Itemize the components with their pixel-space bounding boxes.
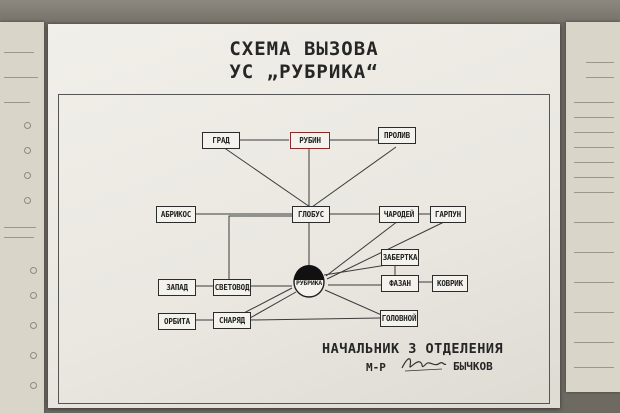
left-side-sheet bbox=[0, 22, 44, 413]
node-grad: ГРАД bbox=[202, 132, 240, 149]
signature-rank: М-Р bbox=[366, 361, 386, 374]
node-snaryad: СНАРЯД bbox=[213, 312, 251, 329]
call-scheme-poster: СХЕМА ВЫЗОВА УС „РУБРИКА“ bbox=[48, 24, 560, 408]
node-charodei: ЧАРОДЕЙ bbox=[379, 206, 419, 223]
node-globus: ГЛОБУС bbox=[292, 206, 330, 223]
faint-text-line bbox=[574, 147, 614, 148]
faint-text-line bbox=[574, 222, 614, 223]
link-snaryad-rubrika-2 bbox=[241, 287, 293, 315]
faint-text-line bbox=[586, 62, 614, 63]
link-grad-globus bbox=[222, 146, 311, 208]
node-rubin: РУБИН bbox=[290, 132, 330, 149]
faint-mark bbox=[30, 322, 37, 329]
faint-text-line bbox=[574, 252, 614, 253]
faint-text-line bbox=[586, 77, 614, 78]
faint-text-line bbox=[4, 227, 36, 228]
node-golovnoi: ГОЛОВНОЙ bbox=[380, 310, 418, 327]
node-svetovod: СВЕТОВОД bbox=[213, 279, 251, 296]
link-snaryad-golovnoi bbox=[249, 317, 381, 321]
faint-mark bbox=[24, 147, 31, 154]
handwritten-signature bbox=[401, 358, 447, 372]
faint-mark bbox=[24, 172, 31, 179]
faint-text-line bbox=[574, 192, 614, 193]
node-fazan: ФАЗАН bbox=[381, 275, 419, 292]
faint-text-line bbox=[574, 282, 614, 283]
faint-mark bbox=[24, 197, 31, 204]
faint-text-line bbox=[574, 367, 614, 368]
link-rubrika-charodei bbox=[325, 220, 399, 277]
faint-mark bbox=[30, 382, 37, 389]
right-side-sheet bbox=[566, 22, 620, 392]
node-garpun: ГАРПУН bbox=[430, 206, 466, 223]
node-zabertka: ЗАБЕРТКА bbox=[381, 249, 419, 266]
faint-mark bbox=[30, 267, 37, 274]
faint-mark bbox=[30, 352, 37, 359]
node-proliv: ПРОЛИВ bbox=[378, 127, 416, 144]
faint-text-line bbox=[4, 77, 38, 78]
faint-text-line bbox=[574, 102, 614, 103]
faint-text-line bbox=[574, 177, 614, 178]
poster-subtitle: УС „РУБРИКА“ bbox=[229, 61, 379, 83]
faint-text-line bbox=[574, 132, 614, 133]
signature-role: НАЧАЛЬНИК 3 ОТДЕЛЕНИЯ bbox=[322, 341, 504, 357]
link-snaryad-rubrika bbox=[249, 291, 297, 319]
diagram-frame bbox=[58, 94, 550, 404]
faint-text-line bbox=[4, 52, 34, 53]
poster-title: СХЕМА ВЫЗОВА bbox=[229, 38, 379, 60]
node-zapad: ЗАПАД bbox=[158, 279, 196, 296]
faint-text-line bbox=[574, 162, 614, 163]
node-orbita: ОРБИТА bbox=[158, 313, 196, 330]
faint-text-line bbox=[574, 342, 614, 343]
wall-top bbox=[0, 0, 620, 22]
rubrika-circle-top-half bbox=[294, 265, 324, 280]
faint-text-line bbox=[4, 237, 34, 238]
faint-mark bbox=[24, 122, 31, 129]
link-proliv-globus bbox=[311, 146, 397, 208]
faint-text-line bbox=[574, 117, 614, 118]
faint-text-line bbox=[4, 102, 30, 103]
faint-mark bbox=[30, 292, 37, 299]
node-kovrik: КОВРИК bbox=[432, 275, 468, 292]
faint-text-line bbox=[574, 312, 614, 313]
signature-name: БЫЧКОВ bbox=[453, 360, 493, 373]
node-abrikos: АБРИКОС bbox=[156, 206, 196, 223]
node-rubrika-label: РУБРИКА bbox=[296, 279, 322, 287]
link-rubrika-golovnoi bbox=[324, 289, 387, 318]
link-globus-svetovod bbox=[228, 215, 293, 279]
